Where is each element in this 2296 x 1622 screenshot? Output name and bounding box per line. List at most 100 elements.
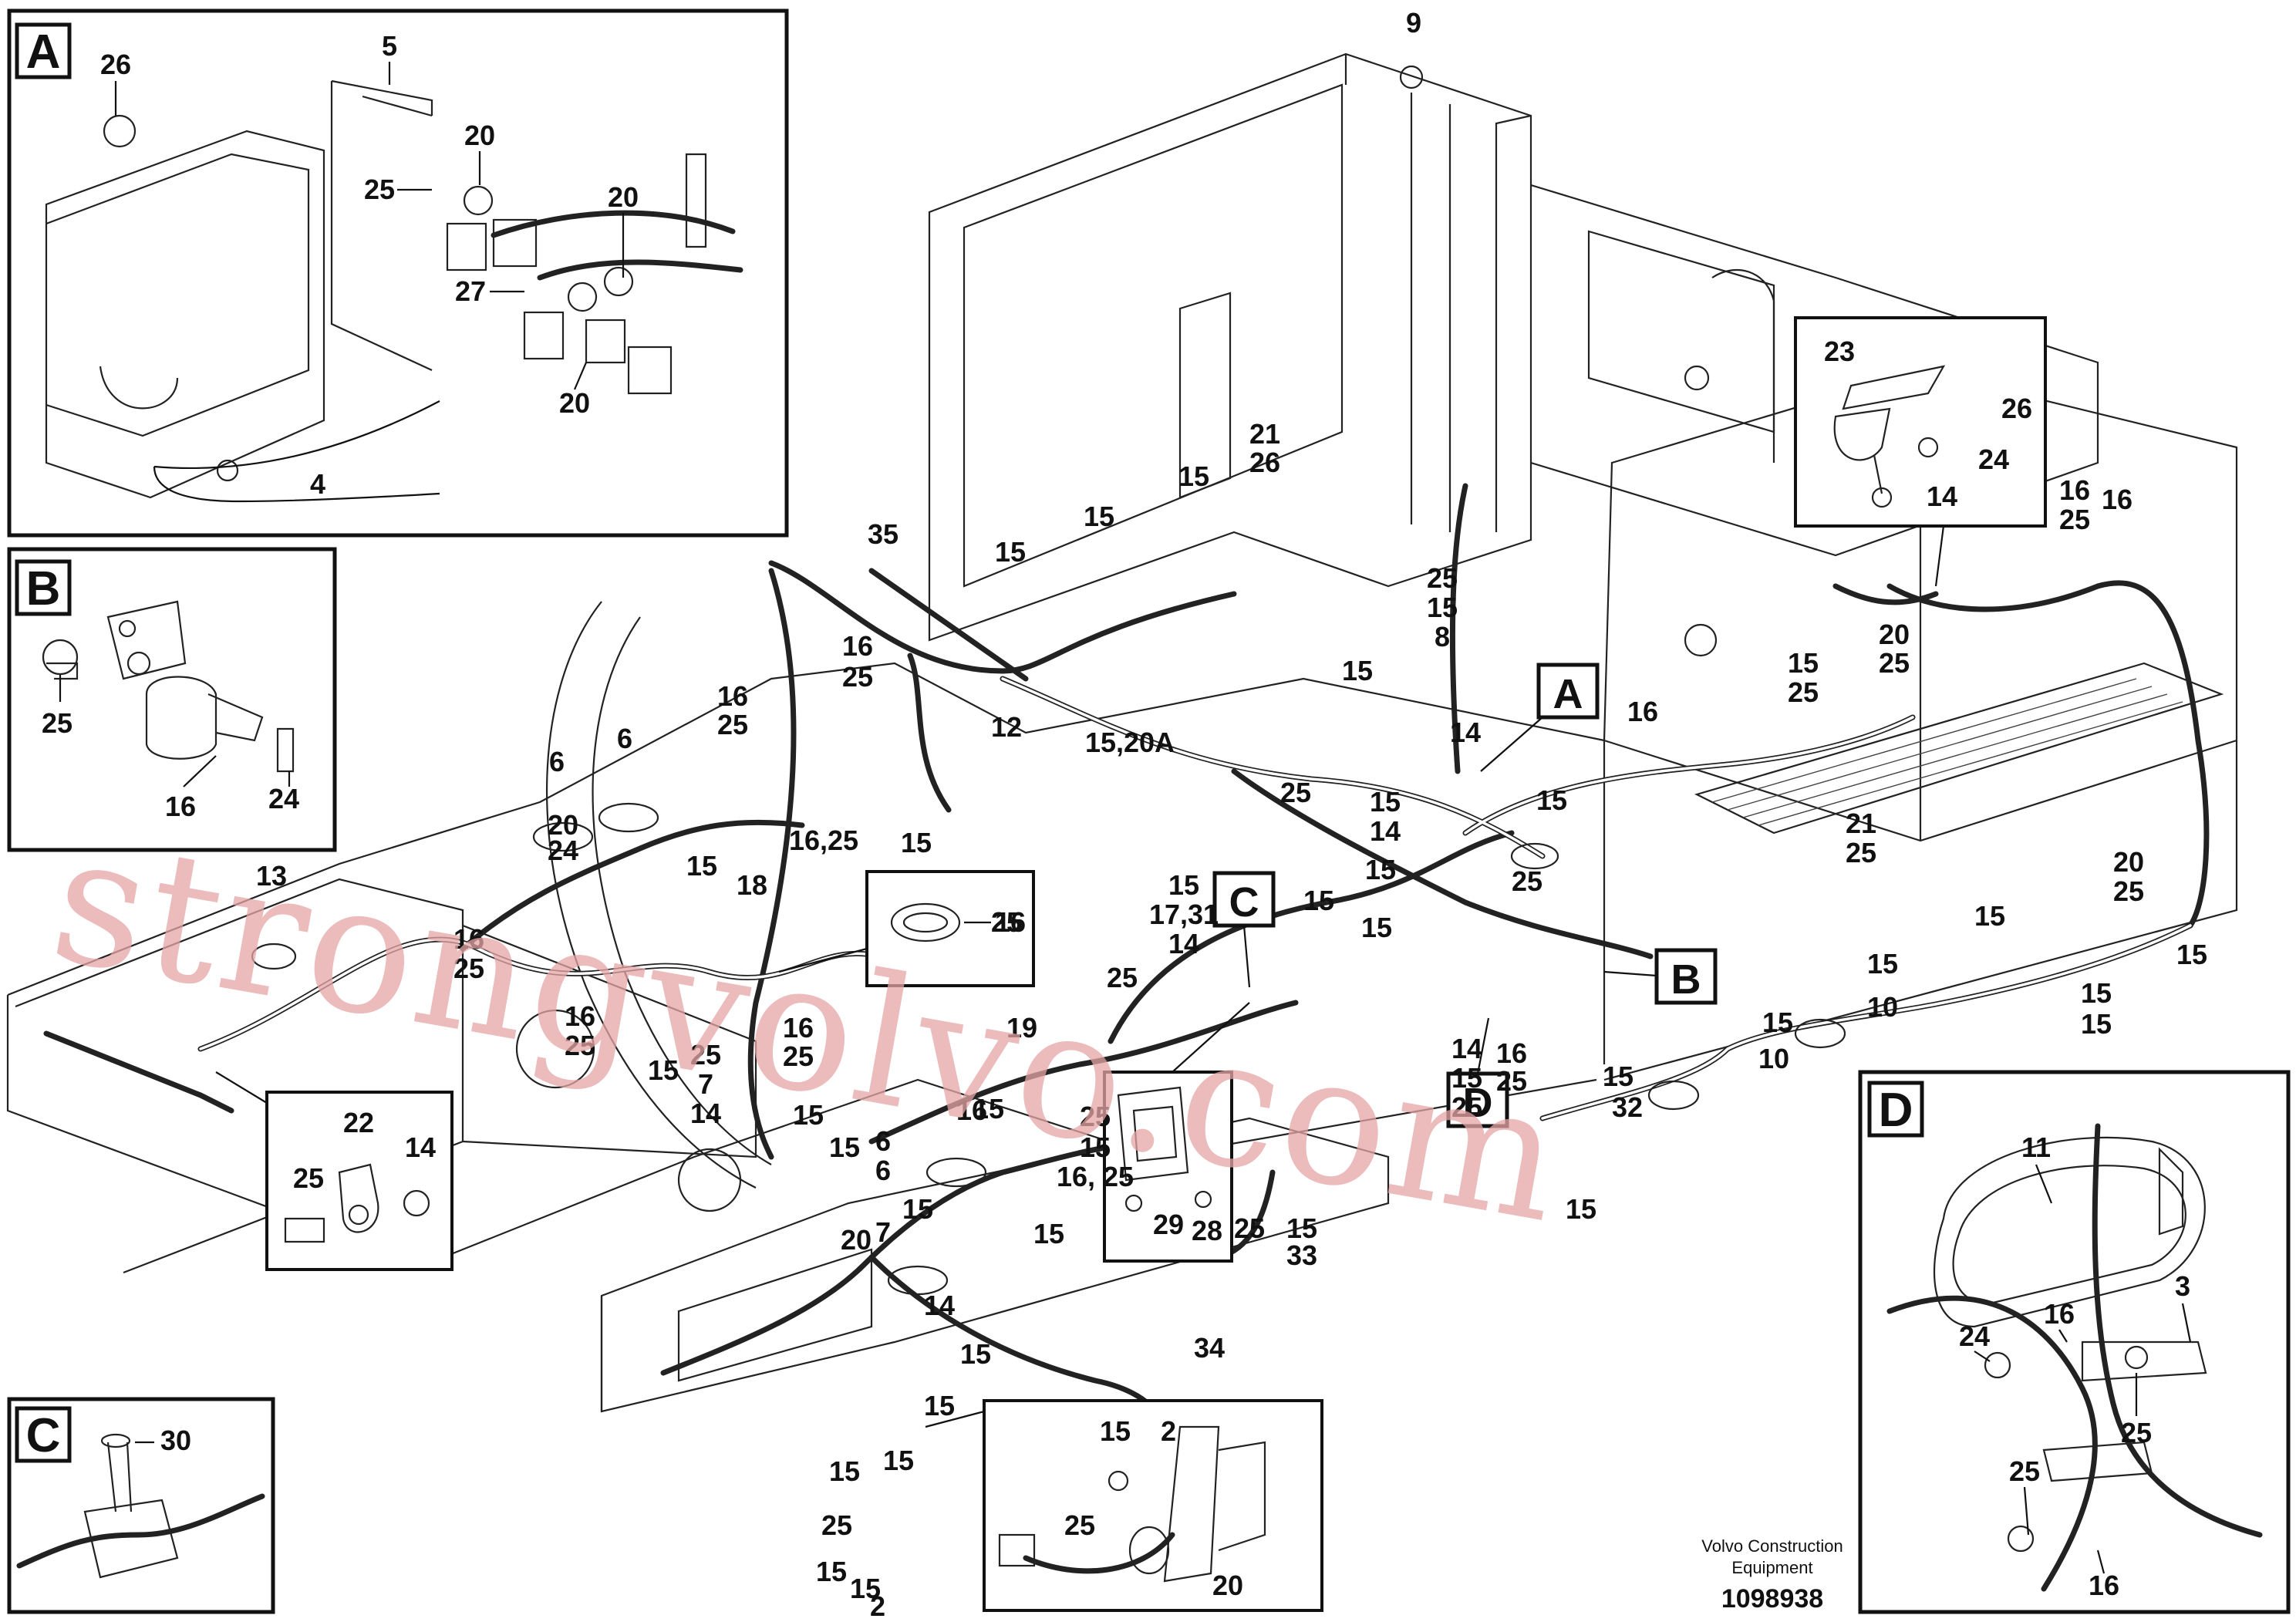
callout: 15: [2081, 977, 2112, 1009]
detail-c: C 30: [7, 1397, 275, 1614]
callout: 25: [1846, 837, 1876, 868]
detail-d-letter: D: [1879, 1084, 1913, 1137]
callout: 25: [1234, 1212, 1265, 1244]
callout: 21: [1249, 418, 1280, 450]
callout: 25: [842, 661, 873, 693]
callout: 15: [1084, 501, 1114, 532]
callout: 21: [1846, 808, 1876, 839]
callout: 19: [1006, 1012, 1037, 1044]
callout: 28: [1192, 1215, 1222, 1246]
callout: 20: [1879, 619, 1910, 650]
callout: 16, 25: [1057, 1161, 1134, 1192]
callout: 14: [690, 1098, 721, 1129]
callout: 25: [1512, 865, 1542, 897]
callout: 13: [256, 860, 287, 892]
callout: 11: [2021, 1131, 2051, 1163]
marker-d: D: [1463, 1080, 1493, 1126]
callout: 25: [2059, 504, 2090, 535]
callout: 15: [1451, 1062, 1482, 1094]
callout: 15: [1603, 1061, 1633, 1092]
callout: 15: [2081, 1008, 2112, 1040]
callout: 15: [1974, 900, 2005, 932]
callout: 15: [829, 1455, 860, 1487]
callout: 25: [2121, 1417, 2152, 1448]
callout: 16: [995, 906, 1026, 938]
callout: 5: [382, 30, 397, 62]
callout: 15: [1370, 786, 1401, 818]
callout: 15: [1365, 854, 1396, 885]
callout: 14: [1451, 1033, 1482, 1064]
callout: 15: [1867, 948, 1898, 980]
callout: 15: [648, 1054, 679, 1086]
callout: 25: [1879, 647, 1910, 679]
detail-markers: A B C D: [1212, 663, 1718, 1128]
callout: 15: [1342, 655, 1373, 686]
detail-b-letter: B: [26, 562, 61, 615]
callout: 25: [1107, 962, 1138, 993]
company-line-1: Volvo Construction: [1701, 1536, 1843, 1556]
callout: 18: [737, 869, 767, 901]
callout: 20: [548, 809, 578, 841]
callout: 25: [2009, 1455, 2040, 1487]
callout: 25: [690, 1039, 721, 1071]
callout: 16: [2044, 1298, 2075, 1330]
callout: 25: [2113, 875, 2144, 907]
inset-clip-20-22-25: 22 25 14: [215, 1071, 453, 1271]
callout: 15: [1080, 1131, 1111, 1163]
callout: 16: [783, 1012, 814, 1044]
callout: 10: [1758, 1043, 1789, 1074]
callout: 16: [2059, 474, 2090, 506]
callout: 17,31: [1149, 899, 1219, 930]
callout: 6: [875, 1125, 891, 1157]
callout: 4: [310, 468, 325, 500]
callout: 35: [868, 518, 899, 550]
callout: 24: [268, 783, 299, 814]
callout: 20: [608, 181, 639, 213]
marker-a: A: [1553, 671, 1583, 717]
callout: 15: [1427, 592, 1458, 623]
callout: 26: [2001, 393, 2032, 424]
marker-c: C: [1229, 879, 1259, 926]
callout: 25: [453, 953, 484, 984]
callout: 25: [1788, 676, 1819, 708]
callout: 2: [870, 1590, 885, 1622]
callout: 15: [960, 1338, 991, 1370]
callout: 15: [1178, 460, 1209, 492]
inset-connector-2: 25 15 2 20: [925, 1399, 1323, 1612]
callout: 25: [1451, 1091, 1482, 1123]
callout: 25: [1080, 1101, 1111, 1132]
title-block: Volvo Construction Equipment 1098938: [1701, 1536, 1843, 1614]
detail-c-letter: C: [26, 1409, 61, 1462]
detail-a: A 26 5 20 25 20 27 20 4: [7, 8, 789, 538]
callout: 33: [1286, 1239, 1317, 1271]
inset-bracket-23-26-24: 23 26 24 14: [1794, 316, 2047, 587]
callout: 32: [1612, 1091, 1643, 1123]
callout: 12: [991, 711, 1022, 743]
callout: 14: [924, 1290, 955, 1321]
marker-b: B: [1671, 956, 1701, 1003]
company-line-2: Equipment: [1731, 1558, 1812, 1577]
callout: 16: [2089, 1570, 2119, 1601]
callout: 15: [1100, 1415, 1131, 1447]
callout: 7: [875, 1216, 891, 1248]
drawing-number: 1098938: [1721, 1584, 1823, 1614]
callout: 25: [1496, 1065, 1527, 1097]
detail-a-callouts: 26 5 20 25 20 27 20 4: [100, 30, 639, 500]
callout: 6: [617, 723, 632, 754]
callout: 3: [2175, 1270, 2190, 1302]
callout: 24: [1978, 443, 2009, 475]
callout: 15: [1566, 1193, 1596, 1225]
callout: 6: [549, 746, 565, 777]
callout: 25: [293, 1162, 324, 1194]
callout: 20: [1212, 1570, 1243, 1601]
callout: 15: [816, 1556, 847, 1587]
callout: 25: [821, 1509, 852, 1541]
callout: 10: [1867, 991, 1898, 1023]
callout: 14: [1168, 928, 1199, 959]
callout: 15: [1788, 647, 1819, 679]
callout: 16,25: [789, 824, 858, 856]
callout: 14: [1370, 815, 1401, 847]
callout: 24: [1959, 1320, 1990, 1352]
callout: 15: [1361, 912, 1392, 943]
callout: 16: [1496, 1037, 1527, 1069]
